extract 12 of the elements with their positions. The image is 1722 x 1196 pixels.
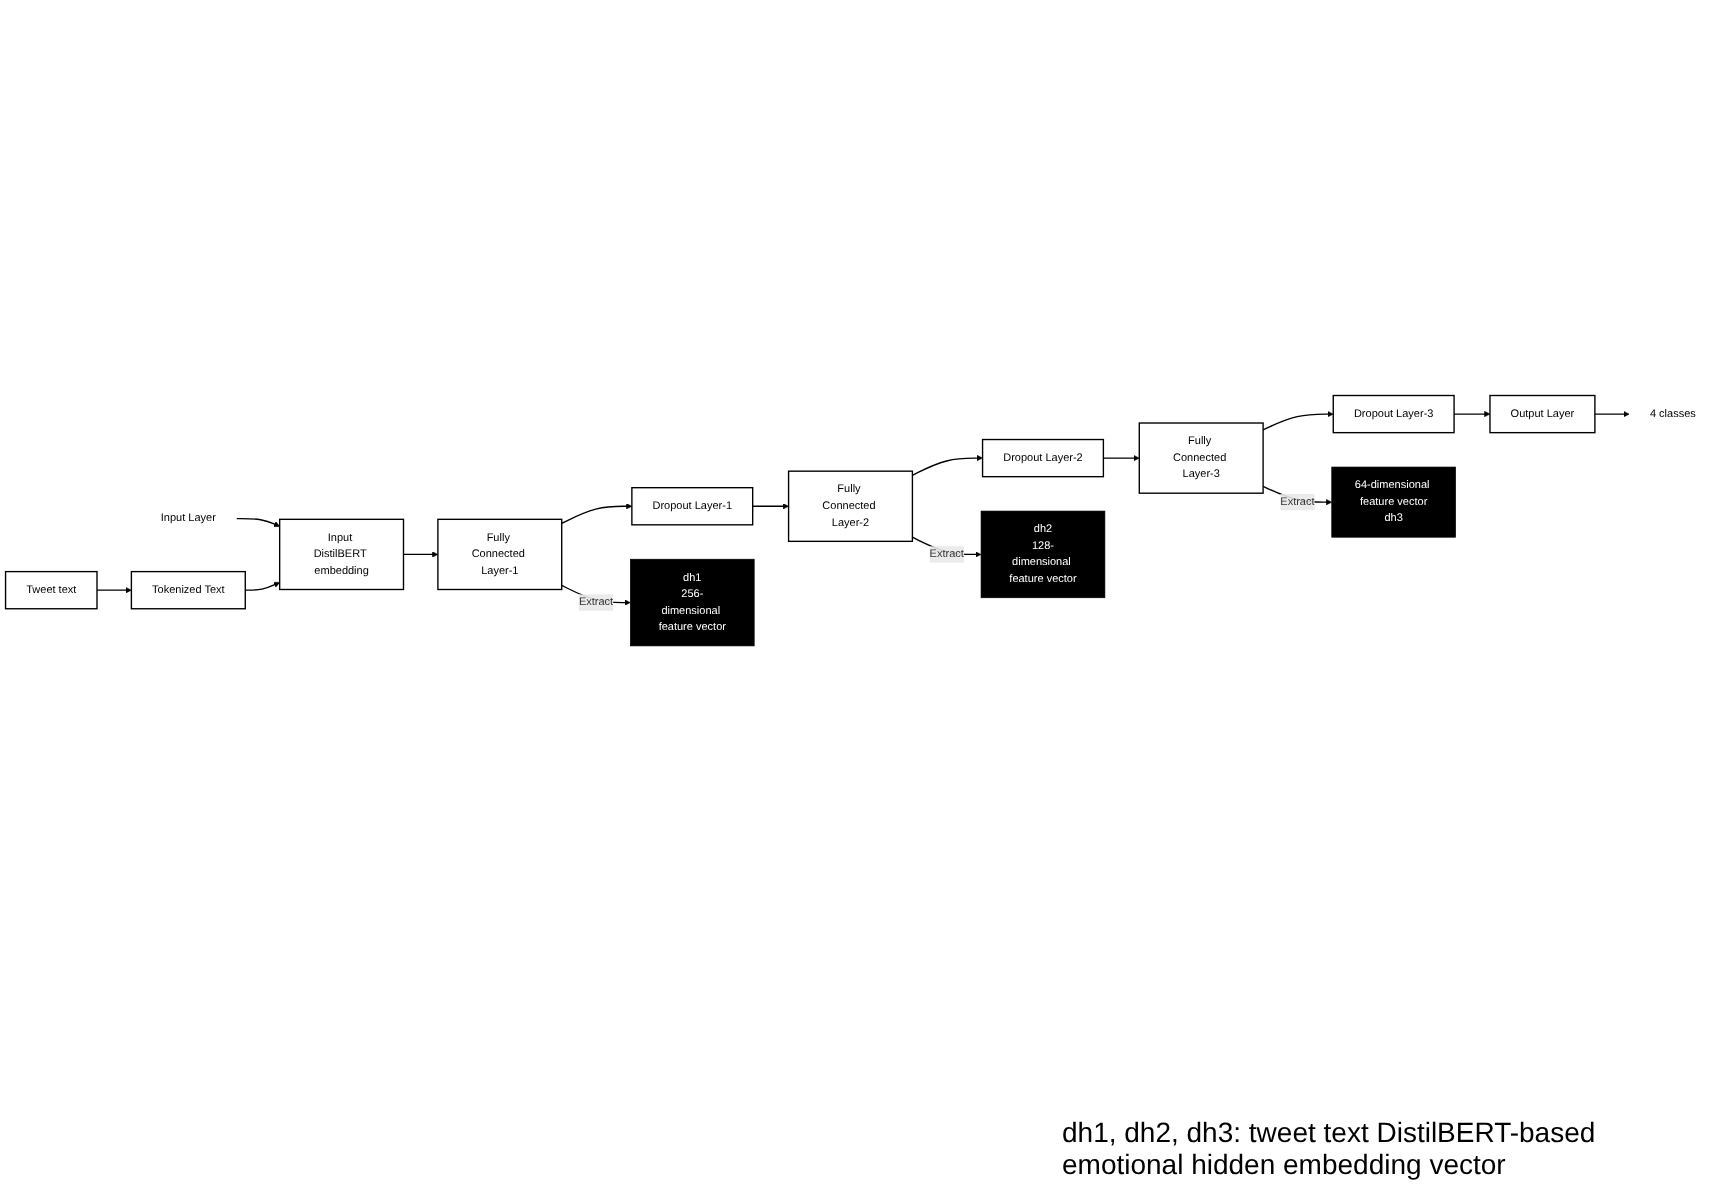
arrow [1453, 410, 1491, 417]
arrow [911, 454, 983, 476]
arrow [752, 502, 789, 509]
arrow [1594, 410, 1630, 417]
arrow [1262, 410, 1334, 430]
arrow [402, 550, 439, 557]
arrow [1102, 454, 1140, 461]
arrow [244, 581, 280, 591]
note-text: dh1, dh2, dh3: tweet text DistilBERT-based emotional hidden embedding vector [1062, 1116, 1598, 1180]
arrow [235, 517, 280, 527]
arrow [96, 586, 132, 593]
arrow [561, 502, 633, 524]
